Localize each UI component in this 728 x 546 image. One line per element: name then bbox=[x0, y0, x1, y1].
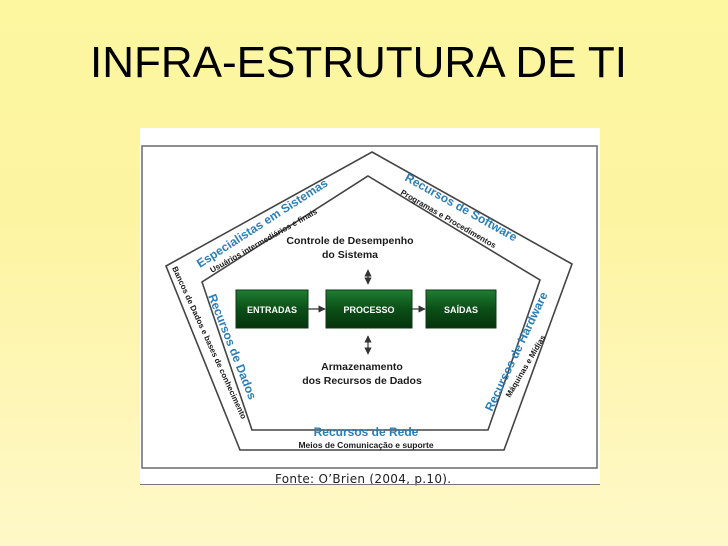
box-processo-label: PROCESSO bbox=[343, 305, 394, 315]
box-entradas bbox=[235, 289, 309, 329]
box-entradas-label: ENTRADAS bbox=[247, 305, 297, 315]
storage-label-line2: dos Recursos de Dados bbox=[302, 375, 422, 387]
box-saidas bbox=[425, 289, 497, 329]
infrastructure-pentagon-diagram: Especialistas em Sistemas Usuários inter… bbox=[141, 145, 598, 469]
source-citation: Fonte: O’Brien (2004, p.10). bbox=[275, 472, 452, 486]
outer-pentagon bbox=[164, 151, 573, 451]
section-rede-detail: Meios de Comunicação e suporte bbox=[298, 440, 433, 450]
source-divider bbox=[140, 484, 600, 485]
section-especialistas: Especialistas em Sistemas bbox=[194, 176, 330, 271]
section-rede: Recursos de Rede bbox=[314, 425, 419, 439]
diagram-panel: Especialistas em Sistemas Usuários inter… bbox=[140, 128, 600, 484]
inner-pentagon bbox=[201, 175, 541, 431]
control-label-line2: do Sistema bbox=[322, 249, 378, 261]
box-saidas-label: SAÍDAS bbox=[444, 305, 478, 315]
slide-title: INFRA-ESTRUTURA DE TI bbox=[90, 38, 628, 87]
control-label-line1: Controle de Desempenho bbox=[286, 235, 413, 247]
storage-label-line1: Armazenamento bbox=[321, 361, 403, 373]
frame-border bbox=[141, 145, 598, 469]
box-processo bbox=[325, 289, 413, 329]
